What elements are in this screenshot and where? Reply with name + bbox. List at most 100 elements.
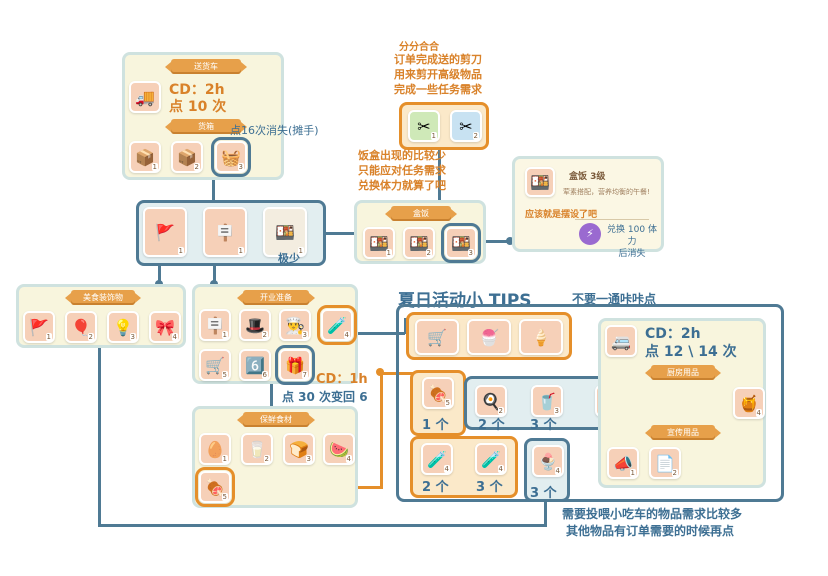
gift-bag-icon[interactable]: 🎁7	[275, 345, 315, 385]
need-count: 2 个	[478, 418, 505, 433]
connector-line	[484, 240, 512, 243]
truck-panel: 送货车 🚚 CD：2h 点 10 次 货箱 📦1 📦2 🧺3	[122, 52, 284, 180]
gas-tank-icon[interactable]: 🧪4	[475, 443, 507, 475]
sign-board-icon[interactable]: 🪧1	[203, 207, 247, 257]
flag-icon[interactable]: 🚩1	[23, 311, 55, 343]
energy-icon: ⚡	[579, 223, 601, 245]
connector-line	[270, 380, 273, 408]
cone-cart-icon[interactable]: 🍦	[519, 319, 563, 355]
need-count: 3 个	[530, 486, 557, 501]
bento-desc: 荤素搭配，营养均衡的午餐!	[563, 188, 650, 196]
van-panel: 🚐 CD：2h 点 12 \ 14 次 厨房用品 🍯4 宣传用品 📣1 📄2	[598, 318, 766, 488]
connector-line	[98, 524, 544, 527]
gas-tank-icon[interactable]: 🧪4	[317, 305, 357, 345]
need-box: 🍖5	[410, 370, 466, 436]
truck-clicks: 点 10 次	[169, 99, 227, 115]
opening-panel: 开业准备 🪧1 🎩2 👨‍🍳3 🧪4 🛒5 6️⃣6 🎁7	[192, 284, 358, 385]
connector-line	[212, 178, 215, 202]
truck-cd: CD：2h	[169, 82, 225, 98]
scissors-blue-icon[interactable]: ✂2	[450, 110, 482, 142]
chef-hat-white-icon[interactable]: 👨‍🍳3	[279, 309, 311, 341]
meat-plate-icon[interactable]: 🍖5	[195, 467, 235, 507]
need-count: 3 个	[476, 480, 503, 495]
lunch-box-icon[interactable]: 🍱1	[263, 207, 307, 257]
connector-line	[98, 340, 101, 526]
opening-cd: CD：1h	[316, 372, 368, 387]
pan-icon[interactable]: 🍳2	[475, 385, 507, 417]
bento-exchange: 兑换 100 体力 后消失	[607, 225, 657, 259]
scissor-panel: ✂1 ✂2	[399, 102, 489, 150]
bento-title: 盒饭 3级	[569, 172, 606, 182]
crate-icon[interactable]: 🧺3	[211, 137, 251, 177]
promo-header: 宣传用品	[645, 425, 721, 440]
lunchbox-full-icon[interactable]: 🍱3	[441, 223, 481, 263]
divider	[575, 219, 649, 220]
van-cd: CD：2h	[645, 326, 701, 342]
bento-comment: 应该就是摆设了吧	[525, 210, 598, 220]
lunchbox-note: 饭盒出现的比较少 只能应对任务需求 兑换体力就算了吧	[358, 149, 446, 192]
tips-bottom-note: 需要投喂小吃车的物品需求比较多 其他物品有订单需要的时候再点	[562, 507, 743, 538]
connector-line	[438, 150, 441, 202]
connector-line	[322, 232, 362, 235]
boxes-icon[interactable]: 📦2	[171, 141, 203, 173]
balloons-icon[interactable]: 🎈2	[65, 311, 97, 343]
ribbon-icon[interactable]: 🎀4	[149, 311, 181, 343]
honey-jar-icon[interactable]: 🍯4	[733, 387, 765, 419]
connector-dot	[506, 237, 514, 245]
need-count: 1 个	[422, 418, 449, 433]
chef-hat-red-icon[interactable]: 🎩2	[239, 309, 271, 341]
fresh-panel: 保鲜食材 🥚1 🥛2 🍞3 🍉4 🍖5	[192, 406, 358, 508]
lunchbox-panel: 盒饭 🍱1 🍱2 🍱3	[354, 200, 486, 264]
eggs-icon[interactable]: 🥚1	[199, 433, 231, 465]
connector-line	[345, 332, 405, 335]
fruits-icon[interactable]: 🍉4	[323, 433, 355, 465]
bento-tooltip: 🍱 盒饭 3级 荤素搭配，营养均衡的午餐! 应该就是摆设了吧 ⚡ 兑换 100 …	[512, 156, 664, 259]
gas-tank-icon[interactable]: 🧪4	[421, 443, 453, 475]
dough-icon[interactable]: 🍞3	[283, 433, 315, 465]
opening-header: 开业准备	[237, 290, 315, 305]
lunchbox-open-icon[interactable]: 🍱1	[363, 227, 395, 259]
ice-cart-icon[interactable]: 🍧	[467, 319, 511, 355]
scissor-note-title: 分分合合	[399, 42, 439, 53]
icecream-need-panel: 🍨4	[524, 438, 570, 502]
delivery-truck-icon[interactable]: 🚚	[129, 81, 161, 113]
need-count: 3 个	[530, 418, 557, 433]
sign-six-icon[interactable]: 6️⃣6	[239, 349, 271, 381]
truck-note: 点16次消失(摊手)	[230, 124, 319, 137]
food-cart-icon[interactable]: 🛒	[415, 319, 459, 355]
deco-header: 美食装饰物	[65, 290, 141, 305]
truck-header: 送货车	[165, 59, 247, 74]
need-count: 2 个	[422, 480, 449, 495]
box-icon[interactable]: 📦1	[129, 141, 161, 173]
triangle-flags-icon[interactable]: 🚩1	[143, 207, 187, 257]
connector-line	[213, 262, 216, 286]
orange-connector	[380, 372, 383, 489]
lunchbox-header: 盒饭	[385, 206, 457, 221]
deco-panel: 美食装饰物 🚩1 🎈2 💡3 🎀4	[16, 284, 186, 348]
lunchbox-food-icon[interactable]: 🍱2	[403, 227, 435, 259]
van-clicks: 点 12 \ 14 次	[645, 344, 737, 360]
van-header: 厨房用品	[645, 365, 721, 380]
flyer-icon[interactable]: 📄2	[649, 447, 681, 479]
delivery-van-icon[interactable]: 🚐	[605, 325, 637, 357]
lights-icon[interactable]: 💡3	[107, 311, 139, 343]
meat-plate-icon[interactable]: 🍖5	[422, 377, 454, 409]
crate-header: 货箱	[165, 119, 247, 134]
gas-needs-panel: 🧪4 🧪4	[410, 436, 518, 498]
cups-icon[interactable]: 🥤3	[531, 385, 563, 417]
tips-subtitle: 不要一通咔咔点	[572, 292, 657, 306]
megaphone-icon[interactable]: 📣1	[607, 447, 639, 479]
connector-dot	[376, 368, 384, 376]
ice-cream-icon[interactable]: 🍨4	[532, 445, 564, 477]
fresh-header: 保鲜食材	[237, 412, 315, 427]
tips-frame	[396, 304, 784, 502]
stall-table-icon[interactable]: 🛒5	[199, 349, 231, 381]
scissors-green-icon[interactable]: ✂1	[408, 110, 440, 142]
stand-sign-icon[interactable]: 🪧1	[199, 309, 231, 341]
carts-panel: 🛒 🍧 🍦	[406, 312, 572, 360]
center-chain-panel: 🚩1 🪧1 🍱1	[136, 200, 326, 266]
connector-line	[404, 318, 407, 334]
milk-icon[interactable]: 🥛2	[241, 433, 273, 465]
lunchbox-full-icon: 🍱	[525, 167, 555, 197]
scissor-note: 订单完成送的剪刀 用来剪开高级物品 完成一些任务需求	[394, 53, 482, 96]
